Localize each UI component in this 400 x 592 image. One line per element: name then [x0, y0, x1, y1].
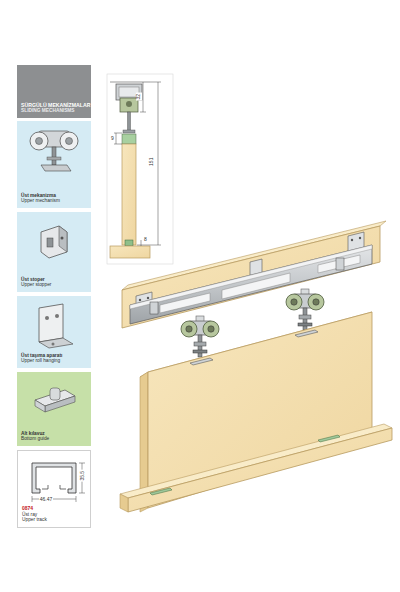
- caption-text: Upper track: [22, 517, 87, 523]
- dimension-label: 9: [110, 136, 115, 142]
- dimension-label: 35.5: [80, 470, 86, 482]
- caption-title: 0874: [22, 506, 87, 512]
- caption-text: Bottom guide: [21, 436, 88, 442]
- caption-text: Upper stopper: [21, 282, 88, 288]
- caption-text: Üst ray: [22, 512, 87, 518]
- caption-title: Üst taşıma aparatı: [21, 353, 88, 359]
- product-panel: Alt kılavuzBottom guide: [17, 372, 91, 446]
- caption-title: Alt kılavuz: [21, 431, 88, 437]
- caption-text: SLIDING MECHANISMS: [21, 108, 88, 114]
- caption-title: Üst stoper: [21, 277, 88, 283]
- product-panel: 0874Üst rayUpper track: [17, 450, 91, 528]
- dimension-label: 46.47: [39, 497, 54, 503]
- dimension-label: 151: [149, 157, 155, 167]
- dimension-label: 8: [143, 237, 148, 243]
- product-panel: Üst taşıma aparatıUpper roll hanging: [17, 296, 91, 368]
- product-panel: Üst stoperUpper stopper: [17, 212, 91, 292]
- door-assembly: [120, 221, 392, 512]
- caption-title: SÜRGÜLÜ MEKANİZMALAR: [21, 103, 88, 109]
- caption-title: Üst mekanizma: [21, 193, 88, 199]
- header-band: SÜRGÜLÜ MEKANİZMALARSLIDING MECHANISMS: [17, 65, 91, 118]
- caption-text: Upper mechanism: [21, 198, 88, 204]
- product-panel: Üst mekanizmaUpper mechanism: [17, 121, 91, 208]
- section-drawing: [107, 74, 173, 264]
- caption-text: Upper roll hanging: [21, 358, 88, 364]
- dimension-label: 32: [136, 93, 142, 101]
